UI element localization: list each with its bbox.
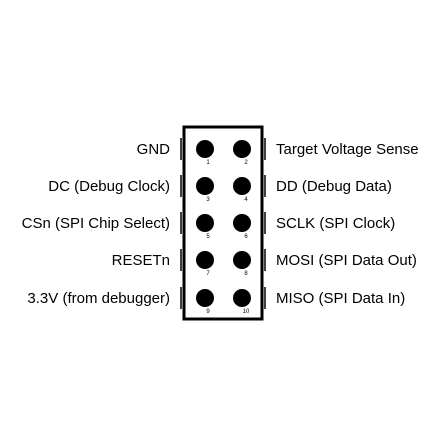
left-label-3v3: 3.3V (from debugger) <box>27 290 170 307</box>
left-label-resetn: RESETn <box>112 252 170 269</box>
pin-number-3: 3 <box>206 197 210 203</box>
right-label-mosi: MOSI (SPI Data Out) <box>276 252 417 269</box>
pin-number-1: 1 <box>206 160 210 166</box>
pin-number-5: 5 <box>206 234 210 240</box>
pin-number-7: 7 <box>206 271 210 277</box>
right-label-dd: DD (Debug Data) <box>276 178 392 195</box>
right-label-sclk: SCLK (SPI Clock) <box>276 215 395 232</box>
pin-number-10: 10 <box>243 309 250 315</box>
left-label-gnd: GND <box>137 141 171 158</box>
pin-7 <box>196 251 214 269</box>
pin-1 <box>196 140 214 158</box>
pin-number-9: 9 <box>206 309 210 315</box>
pin-number-6: 6 <box>244 234 248 240</box>
pin-8 <box>233 251 251 269</box>
left-label-dc: DC (Debug Clock) <box>48 178 170 195</box>
pin-5 <box>196 214 214 232</box>
pin-number-2: 2 <box>244 160 248 166</box>
pin-6 <box>233 214 251 232</box>
pin-2 <box>233 140 251 158</box>
right-label-miso: MISO (SPI Data In) <box>276 290 405 307</box>
pin-4 <box>233 177 251 195</box>
right-label-target-voltage: Target Voltage Sense <box>276 141 419 158</box>
pin-number-4: 4 <box>244 197 248 203</box>
pin-3 <box>196 177 214 195</box>
pin-9 <box>196 289 214 307</box>
left-label-csn: CSn (SPI Chip Select) <box>22 215 170 232</box>
pin-number-8: 8 <box>244 271 248 277</box>
pin-10 <box>233 289 251 307</box>
connector-housing <box>182 125 264 321</box>
